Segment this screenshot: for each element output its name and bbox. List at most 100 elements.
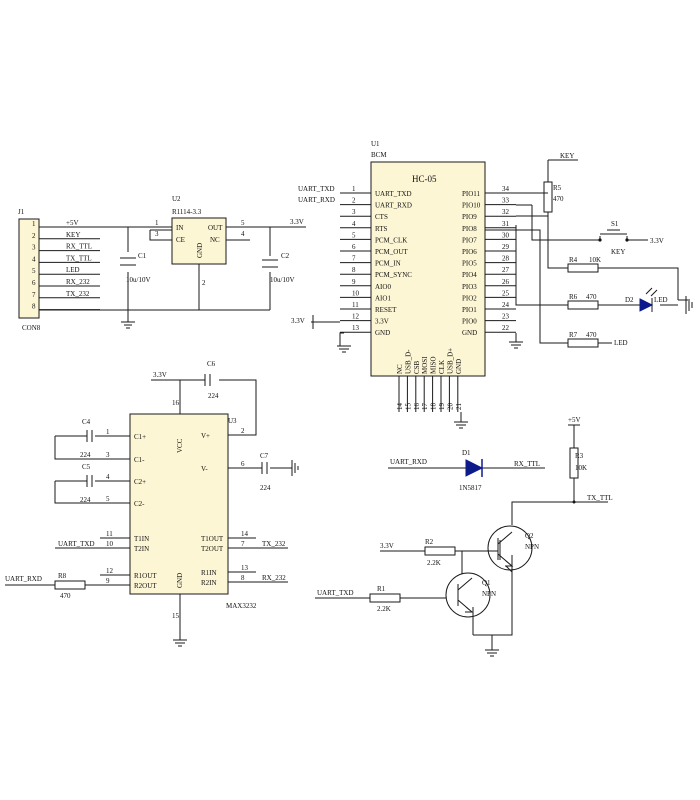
r3-val: 10K	[575, 464, 587, 472]
r8-val: 470	[60, 592, 71, 600]
r1-ref: R1	[377, 585, 386, 593]
r7-ref: R7	[569, 331, 578, 339]
c4-val: 224	[80, 451, 91, 459]
u1-right-pin-number: 34	[502, 185, 510, 193]
c4-ref: C4	[82, 418, 91, 426]
c1-val: 10u/10V	[126, 276, 151, 284]
j1-ref: J1	[18, 208, 25, 216]
r5-val: 470	[553, 195, 564, 203]
u1-left-pin-label: PCM_CLK	[375, 236, 407, 244]
c5-val: 224	[80, 496, 91, 504]
r4-wires	[547, 240, 679, 300]
u1-left-pin-number: 1	[352, 185, 356, 193]
r6-wires	[515, 225, 678, 306]
u1-net-uart-rxd: UART_RXD	[298, 196, 335, 204]
u3-right-pin-label: R1IN	[201, 569, 217, 577]
s1-contact-a	[598, 238, 602, 242]
u3-net-tx232: TX_232	[262, 540, 286, 548]
gnd-symbol-led	[678, 296, 693, 314]
u1-bottom-pin-number: 15	[404, 403, 412, 411]
c2-val: 10u/10V	[270, 276, 295, 284]
c7-wires	[228, 460, 299, 476]
u1-left-pin-number: 11	[352, 301, 359, 309]
u1-bottom-pin-label: MISO	[430, 356, 438, 374]
c2-ref: C2	[281, 252, 290, 260]
r2-body	[424, 546, 456, 556]
u1-bottom-pin-label: NC	[396, 364, 404, 374]
u1-left-pin-number: 7	[352, 255, 356, 263]
u3-gnd-symbol	[173, 639, 187, 647]
u1-right-pin-label: PIO10	[462, 202, 481, 210]
u2-pin-out: OUT	[208, 224, 223, 232]
u1-left-pin-number: 3	[352, 208, 356, 216]
u3-supply-wires	[151, 379, 257, 640]
c6-val: 224	[208, 392, 219, 400]
u1-right-pin-label: PIO8	[462, 225, 477, 233]
u3-right-pin-label: R2IN	[201, 579, 217, 587]
u3-left-pin-number: 5	[106, 495, 110, 503]
u1-left-pin-number: 9	[352, 278, 356, 286]
u3-net-rx232: RX_232	[262, 574, 286, 582]
u1-left-pin-label: AIO0	[375, 283, 391, 291]
u1-left-pin-label: UART_RXD	[375, 202, 412, 210]
r5-body	[543, 181, 553, 213]
u3-left-pin-label: T2IN	[134, 545, 149, 553]
u1-right-bridge	[516, 192, 548, 217]
r1-body	[369, 593, 401, 603]
u1-body	[370, 161, 486, 377]
u3-right-pin-number: 14	[241, 530, 249, 538]
u1-left-pin-label: UART_TXD	[375, 190, 412, 198]
u3-right-pin-number: 7	[241, 540, 245, 548]
u1-left-pin-number: 8	[352, 266, 356, 274]
j1-name: CON8	[22, 324, 41, 332]
u3-right-pin-number: 2	[241, 427, 245, 435]
u1-right-pin-label: PIO9	[462, 213, 477, 221]
d1-triangle	[465, 459, 484, 477]
s1-symbol	[599, 229, 628, 240]
u3-left-pin-label: C2+	[134, 478, 146, 486]
u3-left-pin-number: 1	[106, 428, 110, 436]
d1-ref: D1	[462, 449, 471, 457]
j1-pin-number: 2	[32, 232, 36, 240]
u1-right-pin-number: 24	[502, 301, 510, 309]
j1-pin-number: 1	[32, 220, 36, 228]
u1-net-3v3: 3.3V	[291, 317, 305, 325]
u1-left-supply	[311, 315, 351, 353]
j1-pin-number: 8	[32, 303, 36, 311]
s1-net-3v3: 3.3V	[650, 237, 664, 245]
u1-left-pin-label: PCM_SYNC	[375, 271, 412, 279]
u1-bottom-pin-number: 21	[455, 403, 463, 411]
u2-num-4: 4	[241, 230, 245, 238]
u1-left-pin-label: RESET	[375, 306, 397, 314]
c2-plates	[262, 259, 278, 268]
u3-right-pin-number: 13	[241, 564, 249, 572]
net-led-label: LED	[614, 339, 628, 347]
u1-left-pin-label: 3.3V	[375, 318, 389, 326]
ls-net-rx-ttl: RX_TTL	[514, 460, 540, 468]
q2-symbol	[497, 531, 514, 567]
u3-left-pin-number: 4	[106, 473, 110, 481]
u1-bottom-pin-label: USB_D-	[404, 349, 412, 374]
u1-left-pin-label: AIO1	[375, 294, 391, 302]
key-led-network: KEY R5 470 S1 KEY 3.3V R4 10K R6 470 D2 …	[485, 152, 693, 348]
s1-contact-b	[625, 238, 629, 242]
r6-ref: R6	[569, 293, 578, 301]
q1-ref: Q1	[482, 579, 491, 587]
u3-left-pin-label: C1-	[134, 456, 145, 464]
j1-pin-number: 7	[32, 291, 36, 299]
u1-left-pin-label: PCM_IN	[375, 260, 401, 268]
j1-pin-net: LED	[66, 266, 80, 274]
gnd-symbol-u2	[121, 321, 135, 329]
r2-ref: R2	[425, 538, 434, 546]
c6-plates	[204, 374, 211, 386]
r7-body	[567, 338, 599, 348]
u1-left-pin-number: 6	[352, 243, 356, 251]
r4-val: 10K	[589, 256, 601, 264]
j1-pin-net: RX_TTL	[66, 243, 92, 251]
u2-ref: U2	[172, 195, 181, 203]
s1-val: KEY	[611, 248, 625, 256]
r7-wires	[485, 229, 612, 344]
u1-right-gnd	[509, 333, 523, 349]
u3-left-pin-number: 12	[106, 567, 114, 575]
